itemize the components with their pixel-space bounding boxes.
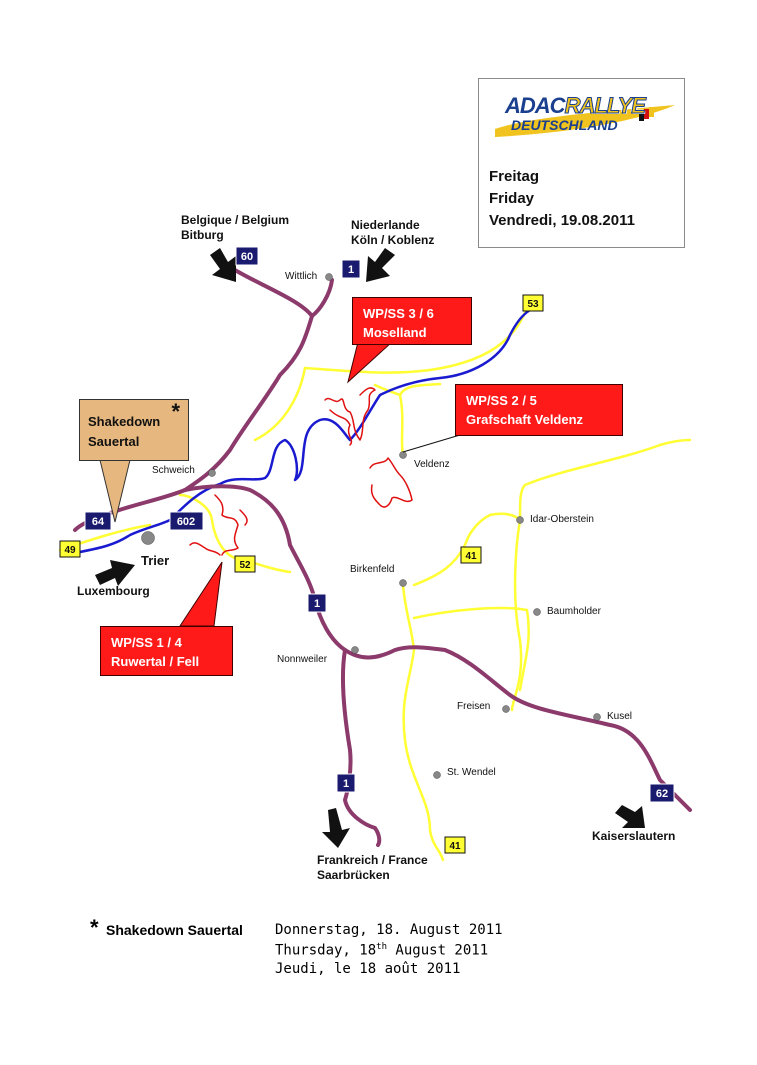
shield-a602-label: 602 [177, 516, 195, 528]
date-english: Friday [489, 190, 535, 207]
stage-routes [189, 387, 413, 556]
shield-b53 [522, 294, 544, 312]
footer-line-german: Donnerstag, 18. August 2011 [275, 922, 503, 938]
date-french: Vendredi, 19.08.2011 [489, 212, 635, 229]
callout-stage-2-5: WP/SS 2 / 5 Grafschaft Veldenz [455, 384, 623, 436]
shield-b49-label: 49 [64, 545, 76, 556]
shakedown-star: * [171, 399, 180, 424]
shield-b41-bot-label: 41 [449, 841, 461, 852]
callout-stage-1-4-title: WP/SS 1 / 4 [111, 635, 182, 650]
callout-stage-2-5-title: WP/SS 2 / 5 [466, 393, 537, 408]
shield-a64-label: 64 [92, 516, 105, 528]
arrow-netherlands [366, 248, 395, 282]
shield-a1-top [341, 259, 361, 279]
city-dot-wittlich [325, 273, 333, 281]
date-german: Freitag [489, 168, 540, 185]
city-dot-freisen [502, 705, 510, 713]
shield-a60-label: 60 [241, 251, 253, 263]
direction-france-line1: Frankreich / France [317, 853, 428, 867]
city-dot-wendel [433, 771, 441, 779]
city-label-veldenz: Veldenz [414, 459, 450, 470]
arrow-luxembourg [95, 560, 135, 586]
footer-line-french: Jeudi, le 18 août 2011 [275, 961, 461, 977]
shield-a60 [235, 246, 259, 266]
shakedown-name: Sauertal [88, 434, 140, 449]
city-dot-trier [141, 531, 155, 545]
city-label-idar: Idar-Oberstein [530, 514, 594, 525]
shield-b52 [234, 555, 256, 573]
callout-stage-3-6-title: WP/SS 3 / 6 [363, 306, 434, 321]
city-label-trier: Trier [141, 553, 170, 568]
callout-tail-ss14 [179, 561, 223, 627]
city-dot-veldenz [399, 451, 407, 459]
shakedown-title: Shakedown [88, 414, 161, 429]
shield-b52-label: 52 [239, 560, 251, 571]
city-markers [141, 273, 601, 779]
city-label-wittlich: Wittlich [285, 271, 318, 282]
city-label-schweich: Schweich [152, 465, 195, 476]
shield-a1-top-label: 1 [348, 264, 354, 276]
direction-belgium-line1: Belgique / Belgium [181, 213, 290, 227]
shield-a1-mid [307, 593, 327, 613]
city-label-wendel: St. Wendel [447, 767, 496, 778]
adac-rallye-logo: ADACRALLYE DEUTSCHLAND [489, 87, 679, 147]
shield-b49 [59, 540, 81, 558]
city-dot-birkenfeld [399, 579, 407, 587]
logo-swoosh-icon [495, 105, 675, 137]
city-dot-nonnweiler [351, 646, 359, 654]
direction-luxembourg: Luxembourg [77, 584, 150, 598]
city-dot-idar [516, 516, 524, 524]
callout-stage-2-5-name: Grafschaft Veldenz [466, 412, 584, 427]
arrow-kaiserslautern [615, 805, 645, 828]
callout-stage-1-4-name: Ruwertal / Fell [111, 654, 200, 669]
footer-label: Shakedown Sauertal [106, 922, 243, 938]
shield-a1-bot-label: 1 [343, 778, 349, 790]
shield-b41-mid-label: 41 [465, 551, 477, 562]
city-dot-schweich [208, 469, 216, 477]
direction-france-line2: Saarbrücken [317, 868, 390, 882]
direction-belgium-line2: Bitburg [181, 228, 224, 242]
footer-line-english: Thursday, 18th August 2011 [275, 942, 489, 959]
city-label-nonnweiler: Nonnweiler [277, 654, 328, 665]
shield-b41-mid [460, 546, 482, 564]
date-info-box: ADACRALLYE DEUTSCHLAND Freitag Friday Ve… [478, 78, 685, 248]
direction-netherlands: Niederlande Köln / Koblenz [351, 218, 434, 248]
logo-text-line1: ADACRALLYE [505, 93, 646, 119]
shield-a1-bot [336, 773, 356, 793]
callout-stage-3-6-name: Moselland [363, 325, 427, 340]
shield-a1-mid-label: 1 [314, 598, 320, 610]
shield-a62 [649, 783, 675, 803]
direction-kaiserslautern: Kaiserslautern [592, 829, 676, 843]
city-label-baumholder: Baumholder [547, 606, 601, 617]
shield-a64 [84, 511, 112, 531]
callout-shakedown: * Shakedown Sauertal [79, 399, 189, 461]
direction-france: Frankreich / France Saarbrücken [317, 853, 428, 883]
arrow-belgium [210, 248, 236, 282]
road-shields: 53 49 52 41 41 [59, 294, 544, 854]
callout-stage-3-6: WP/SS 3 / 6 Moselland [352, 297, 472, 345]
city-dot-kusel [593, 713, 601, 721]
shield-b53-label: 53 [527, 299, 539, 310]
city-label-kusel: Kusel [607, 711, 633, 722]
logo-text-line2: DEUTSCHLAND [511, 117, 618, 133]
city-dot-baumholder [533, 608, 541, 616]
footer-star: * [90, 915, 99, 940]
shield-a62-label: 62 [656, 788, 668, 800]
motorway-shields: 60 1 64 602 1 1 62 [84, 246, 675, 803]
arrow-france [322, 808, 350, 848]
city-label-birkenfeld: Birkenfeld [350, 564, 395, 575]
direction-netherlands-line2: Köln / Koblenz [351, 233, 435, 247]
direction-arrows [95, 248, 645, 848]
callout-stage-1-4: WP/SS 1 / 4 Ruwertal / Fell [100, 626, 233, 676]
direction-belgium: Belgique / Belgium Bitburg [181, 213, 289, 243]
city-label-freisen: Freisen [457, 701, 491, 712]
shield-a602 [169, 511, 204, 531]
callout-tail-ss36 [347, 341, 394, 384]
shield-b41-bot [444, 836, 466, 854]
direction-netherlands-line1: Niederlande [351, 218, 420, 232]
